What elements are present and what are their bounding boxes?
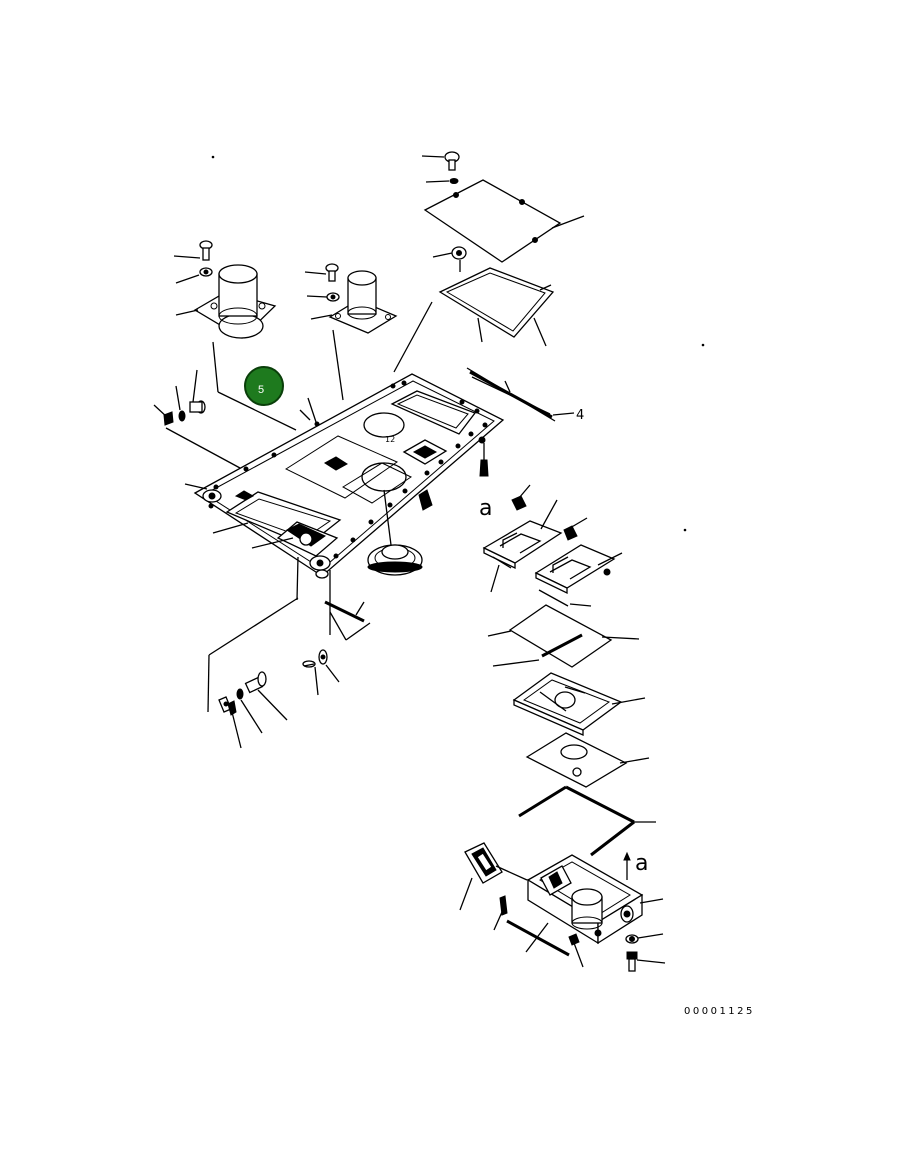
bottom-tank: [526, 854, 664, 945]
main-frame-plate: [184, 373, 505, 635]
drain-washer: [625, 933, 664, 944]
top-washer: [425, 178, 459, 184]
hotspot-5-label: 5: [258, 384, 264, 396]
top-bolt: [421, 151, 460, 171]
left-fastener-group: [153, 369, 317, 469]
small-washer: [318, 649, 340, 683]
lower-nut: [218, 696, 242, 749]
ref-a-bottom: a: [635, 851, 648, 876]
cover-nut: [432, 246, 467, 272]
top-cover-plate: [423, 179, 585, 263]
bottom-fasteners: [493, 895, 666, 972]
left-bolt: [173, 240, 213, 261]
right-housing: [512, 672, 646, 736]
right-bracket-1: [482, 484, 563, 593]
drain-plug: [626, 951, 666, 972]
bottom-inspection-cover: [459, 842, 528, 911]
callout-12: 12: [385, 435, 395, 444]
lower-bolt: [244, 671, 288, 721]
right-round-plate: [525, 732, 650, 788]
center-washer: [306, 292, 340, 302]
callout-4: 4: [576, 408, 584, 423]
left-washer: [175, 267, 213, 284]
lower-left-fasteners: [207, 597, 371, 749]
small-bolt: [302, 660, 319, 696]
cover-gasket: [393, 267, 555, 373]
ref-a-top: a: [479, 496, 492, 521]
left-side-bolt: [189, 369, 206, 414]
left-side-nut: [153, 404, 174, 426]
right-bracket-2: [534, 517, 623, 607]
lower-washer-1: [236, 688, 263, 734]
left-cylinder-unit: [173, 240, 297, 431]
round-flange: [367, 544, 423, 576]
center-cylinder-unit: [304, 263, 398, 401]
left-side-washer: [175, 385, 186, 422]
item-4-rod: 4: [466, 367, 584, 423]
center-cylinder: [310, 270, 398, 334]
right-seal-strip: [518, 785, 656, 857]
left-cylinder: [175, 264, 277, 339]
drawing-number: 00001125: [684, 1006, 755, 1017]
right-gasket-plate: [487, 604, 640, 668]
top-cover-assembly: [393, 151, 585, 373]
center-bolt: [304, 263, 339, 282]
hotspot-5[interactable]: 5: [244, 366, 284, 406]
